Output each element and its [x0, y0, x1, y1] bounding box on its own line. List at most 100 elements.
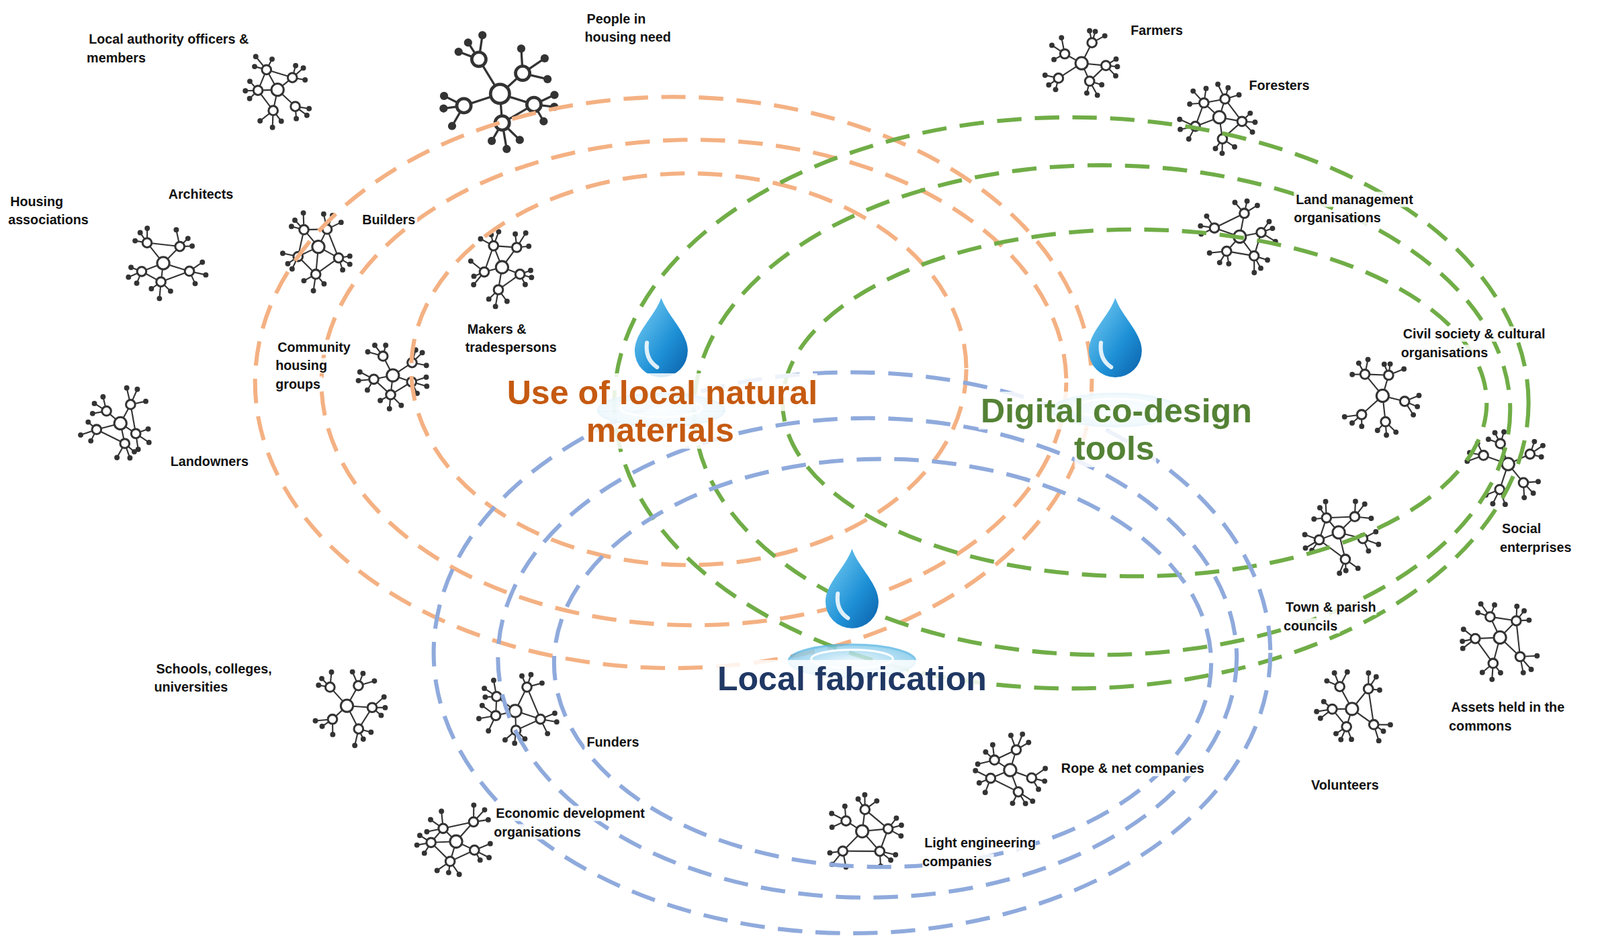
network-hub: [1363, 684, 1373, 694]
network-dot: [1251, 270, 1257, 276]
network-dot: [1372, 529, 1379, 535]
network-dot: [423, 829, 430, 835]
network-dot: [372, 342, 378, 348]
network-dot: [377, 398, 383, 404]
network-hub: [378, 351, 388, 362]
network-dot: [339, 267, 346, 273]
network-dot: [502, 737, 508, 743]
network-dot: [1092, 28, 1099, 35]
network-hub: [875, 847, 885, 857]
network-dot: [1381, 728, 1387, 735]
network-dot: [269, 56, 275, 62]
network-dot: [1387, 722, 1394, 728]
network-dot: [554, 719, 560, 725]
network-dot: [1502, 501, 1508, 508]
network-icon: [1302, 499, 1382, 577]
network-hub: [287, 73, 297, 83]
network-dot: [517, 44, 526, 53]
network-dot: [471, 273, 477, 279]
network-hub: [253, 85, 263, 96]
network-dot: [525, 243, 532, 250]
network-hub: [990, 755, 1000, 766]
network-hub: [1075, 57, 1088, 70]
network-dot: [828, 810, 835, 817]
network-dot: [1540, 443, 1546, 449]
network-dot: [1190, 88, 1196, 95]
network-dot: [423, 383, 430, 389]
stakeholder-label: Schools, colleges, universities: [153, 660, 287, 698]
network-dot: [1336, 570, 1343, 577]
network-dot: [1313, 709, 1320, 715]
network-dot: [202, 272, 209, 278]
network-dot: [300, 65, 307, 71]
network-dot: [329, 732, 336, 738]
label-text: Social enterprises: [1499, 521, 1574, 555]
network-dot: [975, 761, 981, 768]
network-hub: [445, 857, 455, 867]
network-dot: [1094, 92, 1101, 99]
network-links: [245, 56, 309, 128]
network-dot: [511, 740, 518, 747]
network-dot: [481, 807, 487, 813]
label-text: Builders: [360, 212, 418, 228]
network-links: [1305, 501, 1380, 574]
network-hub: [1376, 389, 1389, 402]
network-hub: [310, 270, 321, 280]
network-dot: [1215, 81, 1221, 88]
network-hub: [157, 257, 170, 270]
network-hub: [468, 817, 479, 827]
network-dot: [1338, 737, 1344, 743]
network-dot: [982, 749, 989, 755]
stakeholder-label: Social enterprises: [1499, 520, 1592, 558]
network-dot: [439, 104, 448, 113]
network-dot: [478, 30, 487, 39]
network-hub: [1335, 682, 1345, 692]
network-dot: [1225, 85, 1231, 91]
network-hub: [479, 267, 490, 277]
network-icon: [468, 229, 535, 309]
network-hub: [1199, 98, 1210, 108]
network-dot: [1349, 372, 1355, 378]
network-hub: [1479, 450, 1489, 461]
network-hub: [489, 241, 499, 251]
network-dot: [1521, 608, 1527, 614]
network-dot: [479, 703, 485, 709]
network-dot: [1225, 261, 1232, 267]
network-dot: [1252, 119, 1258, 125]
network-dot: [448, 122, 457, 131]
network-hub: [1221, 246, 1232, 256]
label-text: Town & parish councils: [1283, 599, 1377, 634]
label-text: Economic development organisations: [493, 806, 645, 840]
network-dot: [1236, 92, 1242, 98]
network-hub: [1501, 458, 1515, 471]
drop-shape: [634, 298, 688, 378]
network-hub: [1515, 652, 1525, 662]
network-dot: [491, 677, 497, 684]
network-dot: [539, 117, 548, 126]
network-dot: [242, 87, 248, 94]
network-links: [1462, 603, 1537, 680]
network-hub: [1512, 616, 1522, 627]
network-dot: [1231, 200, 1238, 206]
network-dot: [487, 841, 494, 848]
network-dot: [434, 868, 440, 874]
network-dot: [1355, 565, 1361, 571]
network-dot: [347, 261, 353, 268]
network-dot: [321, 211, 327, 217]
network-dot: [114, 455, 120, 461]
ellipse: [554, 459, 1212, 868]
network-dot: [1393, 429, 1399, 436]
network-icon: [1176, 81, 1258, 157]
network-dot: [382, 705, 388, 711]
network-dot: [134, 280, 140, 287]
network-hub: [325, 683, 336, 693]
network-dot: [528, 274, 535, 281]
network-icon: [242, 53, 312, 130]
network-hub: [1488, 658, 1498, 669]
network-dot: [873, 798, 880, 805]
network-dot: [419, 349, 426, 356]
network-dot: [1459, 638, 1465, 645]
label-text: Civil society & cultural organisations: [1401, 326, 1546, 361]
label-text: Schools, colleges, universities: [153, 660, 272, 695]
network-dot: [519, 673, 525, 680]
